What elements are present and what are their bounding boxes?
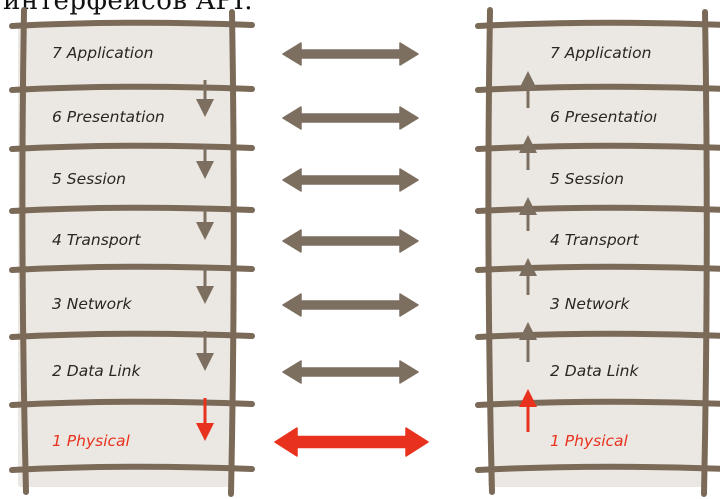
layer-label: 4 Transport: [52, 231, 142, 249]
layer-label: 4 Transport: [550, 231, 640, 249]
layer-label: 7 Application: [52, 44, 153, 62]
peer-arrow-application: [282, 42, 419, 66]
left-panel: [18, 22, 233, 487]
right-post-left: [485, 7, 495, 495]
peer-arrow-transport: [282, 229, 419, 253]
layer-label: 5 Session: [550, 170, 624, 188]
layer-label: 1 Physical: [550, 432, 629, 450]
right-ladder: 7 Application 6 Presentatioı 5 Session 4 Tr…: [475, 7, 720, 497]
left-rung: [9, 83, 255, 93]
peer-arrow-session: [282, 168, 419, 192]
left-rung: [9, 398, 255, 408]
layer-label: 3 Network: [52, 295, 133, 313]
layer-label: 2 Data Link: [52, 362, 141, 380]
left-rung: [9, 142, 255, 152]
layer-label: 5 Session: [52, 170, 126, 188]
layer-label: 6 Presentatioı: [550, 108, 657, 126]
right-rung: [475, 19, 720, 29]
right-rung: [475, 142, 720, 152]
layer-label: 2 Data Link: [550, 362, 639, 380]
peer-arrow-physical: [274, 427, 429, 457]
peer-arrow-network: [282, 293, 419, 317]
left-rung: [9, 330, 255, 340]
left-rung: [9, 263, 255, 273]
layer-label: 6 Presentation: [52, 108, 165, 126]
right-rung: [475, 330, 720, 340]
left-post-left: [19, 7, 29, 495]
right-rung: [475, 83, 720, 93]
right-rung: [475, 263, 720, 273]
layer-label: 3 Network: [550, 295, 631, 313]
left-rung: [9, 204, 255, 214]
right-rung: [475, 463, 720, 473]
right-rung: [475, 398, 720, 408]
layer-label: 1 Physical: [52, 432, 131, 450]
right-post-right: [701, 9, 710, 497]
layer-label: 7 Application: [550, 44, 651, 62]
left-rung: [9, 463, 255, 473]
right-panel: [488, 22, 706, 487]
header-text: интерфейсов API.: [3, 0, 254, 16]
peer-arrow-presentation: [282, 106, 419, 130]
peer-arrow-data-link: [282, 360, 419, 384]
left-ladder: 7 Application 6 Presentation 5 Session 4 Tr…: [9, 7, 255, 497]
right-rung: [475, 204, 720, 214]
left-post-right: [228, 9, 237, 497]
left-rung: [9, 19, 255, 29]
